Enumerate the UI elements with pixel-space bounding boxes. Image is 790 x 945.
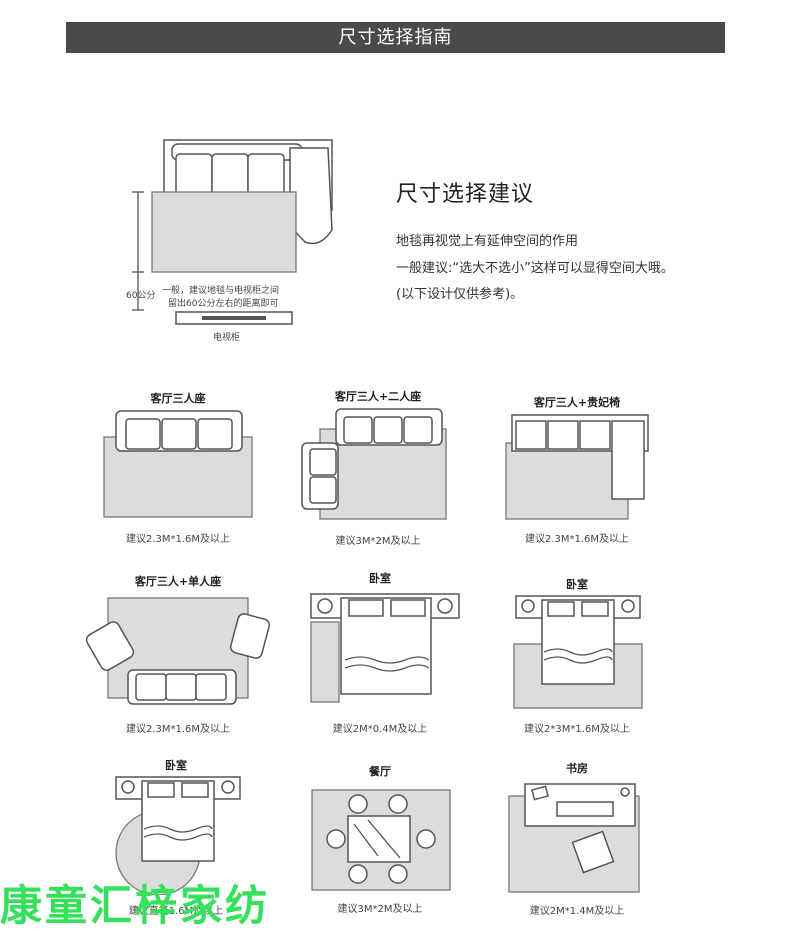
panel-diagram-6 [513, 595, 643, 709]
panel-diagram-4 [85, 597, 271, 705]
panel-caption-3: 建议2.3M*1.6M及以上 [524, 534, 630, 545]
panel-title-2: 客厅三人+二人座 [334, 390, 422, 403]
living-room-layout-diagram [132, 139, 333, 325]
panel-caption-8: 建议3M*2M及以上 [337, 904, 423, 915]
panel-caption-9: 建议2M*1.4M及以上 [529, 906, 625, 917]
panel-diagram-8 [311, 789, 451, 891]
intro-line-1: 地毯再视觉上有延伸空间的作用 [396, 234, 579, 249]
panel-title-9: 书房 [566, 762, 588, 775]
panel-diagram-3 [505, 414, 649, 520]
panel-diagram-1 [103, 410, 253, 518]
panel-diagram-9 [508, 783, 640, 893]
panel-caption-4: 建议2.3M*1.6M及以上 [125, 724, 231, 735]
panel-title-1: 客厅三人座 [150, 392, 206, 405]
panel-caption-5: 建议2M*0.4M及以上 [332, 724, 428, 735]
distance-note-line2: 留出60公分左右的距离即可 [168, 299, 279, 309]
distance-note-line1: 一般，建议地毯与电视柜之间 [162, 286, 280, 296]
panel-title-4: 客厅三人+单人座 [134, 575, 222, 588]
intro-line-3: (以下设计仅供参考)。 [396, 287, 524, 302]
panel-title-5: 卧室 [369, 572, 391, 585]
panel-caption-2: 建议3M*2M及以上 [335, 536, 421, 547]
page-banner: 尺寸选择指南 [66, 22, 725, 53]
intro-title: 尺寸选择建议 [396, 182, 535, 207]
panel-title-3: 客厅三人+贵妃椅 [533, 396, 621, 409]
panel-title-7: 卧室 [165, 759, 187, 772]
panel-diagram-2 [301, 408, 447, 520]
panel-caption-6: 建议2*3M*1.6M及以上 [524, 724, 630, 735]
panel-title-8: 餐厅 [369, 765, 391, 778]
panel-diagram-7 [115, 776, 241, 895]
watermark: 康童汇梓家纺 [0, 881, 271, 930]
panel-caption-1: 建议2.3M*1.6M及以上 [125, 534, 231, 545]
distance-label: 60公分 [126, 291, 156, 301]
panel-diagram-5 [310, 593, 460, 703]
panel-title-6: 卧室 [566, 578, 588, 591]
intro-line-2: 一般建议:“选大不选小”这样可以显得空间大哦。 [396, 261, 674, 276]
panel-caption-7: 建议直径1.6M及以上 [128, 906, 224, 917]
tv-cabinet-label: 电视柜 [213, 333, 241, 343]
